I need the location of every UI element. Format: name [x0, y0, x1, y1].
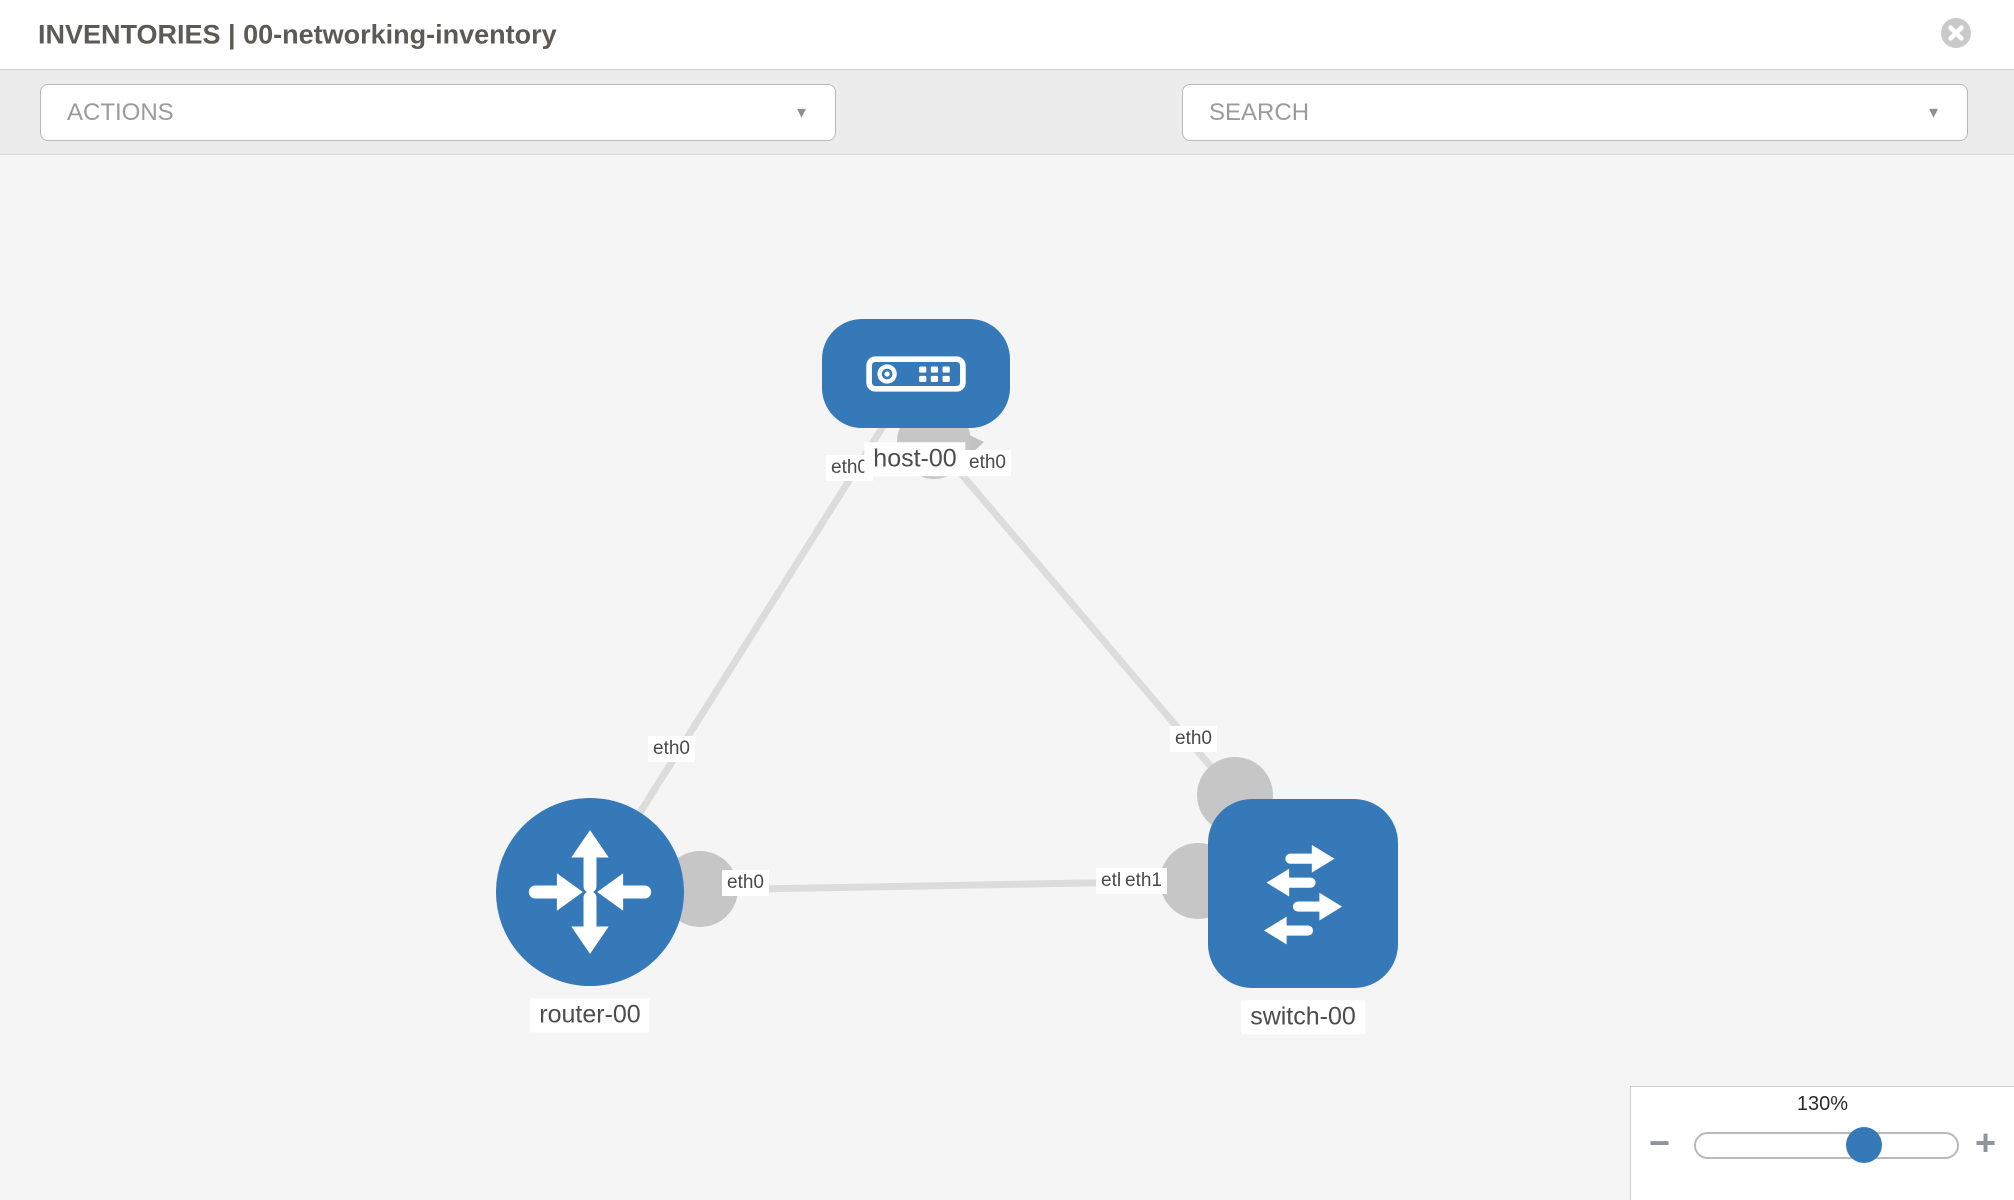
actions-dropdown[interactable]: ACTIONS ▼: [40, 84, 836, 141]
node-switch[interactable]: [1208, 799, 1398, 988]
node-label-switch: switch-00: [1241, 1000, 1365, 1034]
zoom-out-button[interactable]: −: [1649, 1122, 1671, 1163]
port-label: eth0: [648, 736, 695, 762]
server-icon: [866, 355, 966, 392]
close-icon: [1941, 18, 1971, 48]
zoom-slider[interactable]: [1694, 1132, 1959, 1159]
header: INVENTORIES | 00-networking-inventory: [0, 0, 2014, 70]
node-label-host: host-00: [864, 442, 966, 476]
zoom-panel: 130% − +: [1630, 1086, 2014, 1200]
actions-dropdown-label: ACTIONS: [67, 98, 174, 126]
topology-canvas[interactable]: host-00 router-00 switch-00 eth0 eth0 et…: [0, 156, 2014, 1200]
zoom-level-value: 130%: [1796, 1093, 1849, 1115]
toolbar: ACTIONS ▼ SEARCH ▼: [0, 70, 2014, 202]
close-button[interactable]: [1941, 18, 1971, 48]
port-label: eth0: [722, 870, 769, 896]
zoom-in-button[interactable]: +: [1975, 1122, 1997, 1163]
port-label: eth0: [964, 450, 1011, 476]
chevron-down-icon: ▼: [794, 104, 809, 121]
node-router[interactable]: [496, 798, 684, 986]
search-placeholder: SEARCH: [1209, 98, 1310, 126]
node-host[interactable]: [822, 319, 1010, 428]
router-arrows-icon: [528, 830, 652, 954]
port-label: eth0: [1170, 726, 1217, 752]
port-label: eth1: [1120, 868, 1167, 894]
links-layer: [587, 372, 1273, 927]
node-label-router: router-00: [530, 998, 650, 1032]
switch-arrows-icon: [1263, 844, 1343, 944]
chevron-down-icon: ▼: [1926, 104, 1941, 121]
zoom-slider-thumb[interactable]: [1846, 1127, 1882, 1163]
search-dropdown[interactable]: SEARCH ▼: [1182, 84, 1968, 141]
page-title: INVENTORIES | 00-networking-inventory: [38, 19, 557, 49]
